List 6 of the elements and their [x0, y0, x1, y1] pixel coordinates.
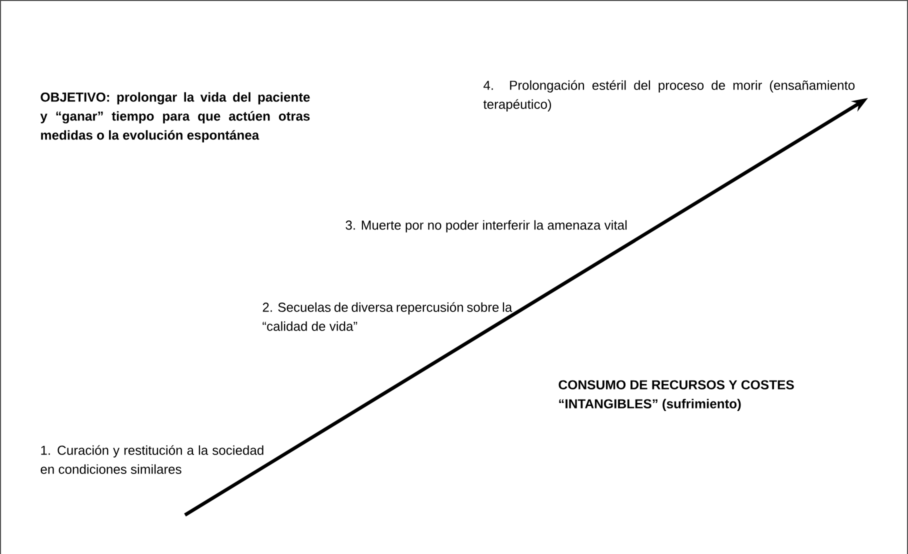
stage-label: 1. Curación y restitución a la sociedad en condiciones similares — [40, 445, 264, 474]
objective-note: OBJETIVO: prolongar la vida del paciente y “ganar” tiempo para que actúen otras medidas o la evolución espontánea — [40, 92, 310, 142]
cost-note: CONSUMO DE RECURSOS Y COSTES “INTANGIBLES” (sufrimiento) — [558, 380, 794, 411]
stage-label: 2. Secuelas de diversa repercusión sobre la “calidad de vida” — [262, 302, 512, 331]
stage-label: 3. Muerte por no poder interferir la amenaza vital — [346, 220, 627, 232]
stage-label: 4. Prolongación estéril del proceso de morir (ensañamiento terapéutico) — [483, 80, 855, 112]
